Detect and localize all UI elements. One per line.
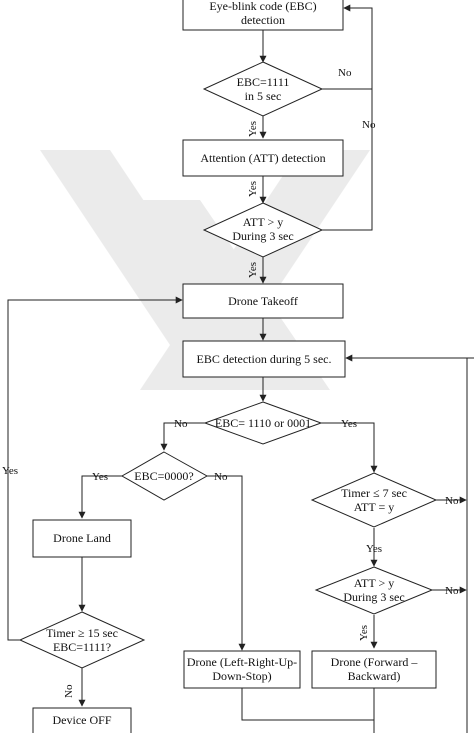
label-yes-ebc0000: Yes bbox=[92, 471, 108, 483]
label-no-att-b: No bbox=[445, 585, 459, 597]
node-timer15-line2: EBC=1111? bbox=[53, 640, 111, 654]
node-ebc1110-line1: EBC= 1110 or 0001 bbox=[215, 416, 311, 430]
node-ebc1111-line1: EBC=1111 bbox=[237, 75, 290, 89]
node-att-3s: ATT > y During 3 sec bbox=[202, 202, 324, 258]
label-yes-timer7: Yes bbox=[366, 543, 382, 555]
node-drone-fb: Drone (Forward – Backward) bbox=[311, 650, 437, 689]
node-ebc0000-line1: EBC=0000? bbox=[134, 469, 193, 483]
label-no-ebc1110: No bbox=[174, 418, 188, 430]
edge-ebc0000-no bbox=[207, 475, 246, 651]
label-yes-ebc1110: Yes bbox=[341, 418, 357, 430]
node-drone-fb-line2: Backward) bbox=[348, 669, 401, 683]
label-no-ebc0000: No bbox=[214, 471, 228, 483]
node-att-3s-b: ATT > y During 3 sec bbox=[314, 566, 434, 615]
edge-ebc0000-yes bbox=[78, 475, 122, 519]
node-timer7: Timer ≤ 7 sec ATT = y bbox=[310, 472, 438, 528]
label-yes-loop-takeoff: Yes bbox=[2, 465, 18, 477]
node-att-3s-line1: ATT > y bbox=[243, 215, 284, 229]
node-ebc-5sec: EBC detection during 5 sec. bbox=[182, 340, 346, 378]
connectors bbox=[7, 4, 474, 733]
node-timer7-line2: ATT = y bbox=[354, 500, 395, 514]
node-att-3s-b-line1: ATT > y bbox=[354, 576, 395, 590]
label-no-timer15: No bbox=[63, 684, 75, 698]
node-drone-land-line1: Drone Land bbox=[53, 531, 111, 545]
node-att-detection: Attention (ATT) detection bbox=[182, 139, 344, 177]
label-yes-att-takeoff: Yes bbox=[247, 262, 259, 278]
edge-lrud-bottom bbox=[241, 688, 374, 721]
label-yes-att: Yes bbox=[247, 181, 259, 197]
node-ebc1111-line2: in 5 sec bbox=[245, 89, 282, 103]
node-att-3s-b-line2: During 3 sec bbox=[343, 590, 404, 604]
node-drone-takeoff-line1: Drone Takeoff bbox=[228, 294, 298, 308]
label-no-ebc1111: No bbox=[338, 67, 352, 79]
node-ebc-detection: Eye-blink code (EBC) detection bbox=[182, 0, 344, 31]
node-drone-lrud-line1: Drone (Left-Right-Up- bbox=[187, 655, 297, 669]
node-drone-lrud-line2: Down-Stop) bbox=[212, 669, 271, 683]
edge-timer15-yes bbox=[7, 296, 183, 641]
node-drone-fb-line1: Drone (Forward – bbox=[331, 655, 419, 669]
label-no-att-side: No bbox=[362, 119, 376, 131]
node-drone-lrud: Drone (Left-Right-Up- Down-Stop) bbox=[183, 650, 301, 689]
edge-ebc1110-yes bbox=[321, 422, 378, 473]
node-ebc1111: EBC=1111 in 5 sec bbox=[202, 61, 324, 117]
edge-att3s-no bbox=[322, 4, 373, 231]
node-ebc-detection-line1: Eye-blink code (EBC) bbox=[209, 0, 316, 13]
node-ebc-detection-line2: detection bbox=[241, 13, 285, 27]
node-drone-takeoff: Drone Takeoff bbox=[182, 283, 344, 319]
node-att-3s-line2: During 3 sec bbox=[232, 229, 293, 243]
node-timer15-line1: Timer ≥ 15 sec bbox=[46, 626, 118, 640]
node-timer7-line1: Timer ≤ 7 sec bbox=[341, 486, 407, 500]
edge-ebc1110-no bbox=[160, 422, 205, 451]
edge-labels: No No Yes Yes Yes No Yes Yes No Yes No N… bbox=[2, 67, 459, 698]
node-ebc-5sec-line1: EBC detection during 5 sec. bbox=[197, 352, 332, 366]
node-ebc0000: EBC=0000? bbox=[120, 451, 209, 501]
node-timer15: Timer ≥ 15 sec EBC=1111? bbox=[18, 611, 146, 669]
node-att-detection-line1: Attention (ATT) detection bbox=[200, 151, 325, 165]
node-device-off-line1: Device OFF bbox=[53, 713, 112, 727]
label-yes-ebc1111: Yes bbox=[247, 121, 259, 137]
label-yes-att-b: Yes bbox=[358, 625, 370, 641]
node-drone-land: Drone Land bbox=[32, 519, 132, 558]
node-ebc1110: EBC= 1110 or 0001 bbox=[203, 401, 323, 445]
node-device-off: Device OFF bbox=[32, 707, 132, 733]
label-no-timer7: No bbox=[445, 495, 459, 507]
